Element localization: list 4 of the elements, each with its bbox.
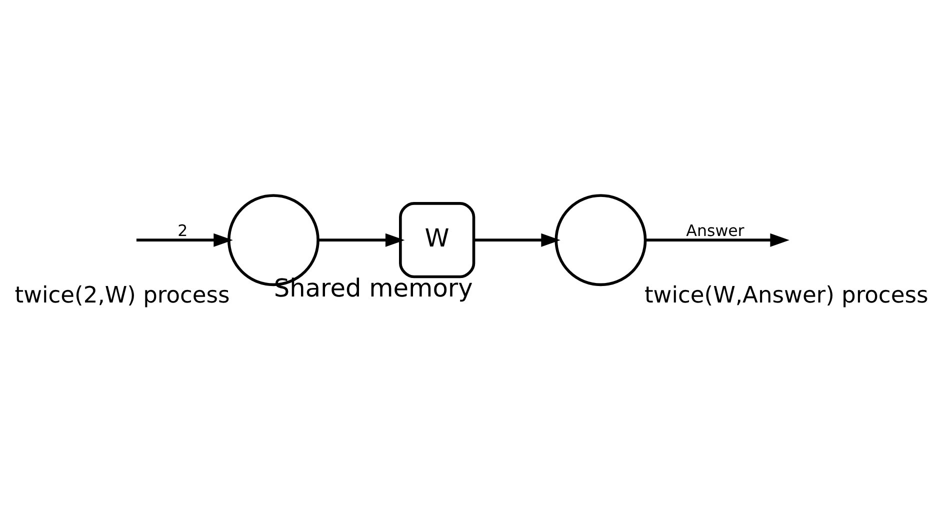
edge-label: 2 [178,220,188,240]
edge-label: Answer [686,220,744,240]
node-label: twice(2,W) process [14,282,230,309]
node-label: twice(W,Answer) process [644,282,928,309]
